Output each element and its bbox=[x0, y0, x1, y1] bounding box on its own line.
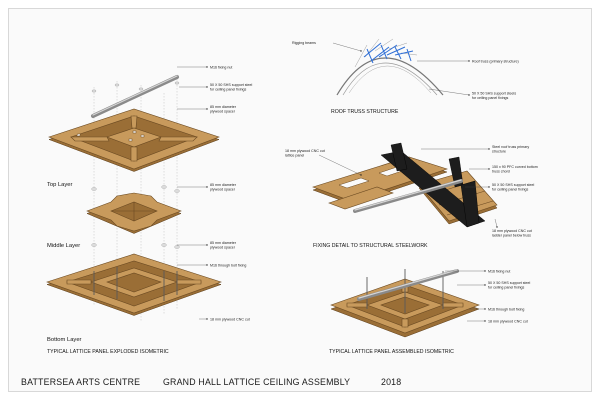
assembled-shs-rod bbox=[357, 269, 459, 301]
spacer-top-label-2: plywood spacer bbox=[210, 110, 236, 114]
spacer-mid-label-2: plywood spacer bbox=[210, 188, 236, 192]
client-name: BATTERSEA ARTS CENTRE bbox=[21, 377, 141, 387]
assembled-fixing-nut-label: M16 fixing nut bbox=[488, 270, 510, 274]
title-block: BATTERSEA ARTS CENTRE GRAND HALL LATTICE… bbox=[9, 367, 591, 391]
assembled-callouts: M16 fixing nut 50 X 50 SHS support steel… bbox=[445, 270, 531, 324]
bottom-layer-label: Bottom Layer bbox=[47, 337, 82, 343]
middle-layer-label: Middle Layer bbox=[47, 243, 80, 249]
fixing-callouts: 18 mm plywood CNC cut lattice panel Stee… bbox=[285, 145, 538, 238]
assembled-shs-label-2: for ceiling panel fixings bbox=[488, 286, 525, 290]
spacer-bot-label: 85 mm diameter bbox=[210, 241, 237, 245]
spacer-mid-label: 85 mm diameter bbox=[210, 183, 237, 187]
roof-callouts: Rigging beams Roof truss (primary struct… bbox=[292, 41, 519, 100]
exploded-isometric: Top Layer Middle Layer Bottom Layer M16 … bbox=[46, 66, 253, 355]
roof-truss-label: Roof truss (primary structure) bbox=[472, 60, 519, 64]
spacer-bot-label-2: plywood spacer bbox=[210, 246, 236, 250]
fixing-shs-label-2: for ceiling panel fixings bbox=[492, 188, 529, 192]
fixing-detail-diagram: 18 mm plywood CNC cut lattice panel Stee… bbox=[285, 142, 538, 249]
middle-layer-panel bbox=[86, 192, 182, 234]
assembled-isometric: M16 fixing nut 50 X 50 SHS support steel… bbox=[329, 269, 531, 355]
exploded-spacers bbox=[91, 81, 180, 249]
roof-truss bbox=[336, 38, 444, 96]
drawing-year: 2018 bbox=[381, 377, 402, 387]
roof-shs-label: 50 X 50 SHS support steels bbox=[472, 92, 516, 96]
exploded-caption: TYPICAL LATTICE PANEL EXPLODED ISOMETRIC bbox=[47, 349, 169, 355]
drawing-title: GRAND HALL LATTICE CEILING ASSEMBLY bbox=[163, 377, 351, 387]
top-layer-label: Top Layer bbox=[47, 182, 73, 188]
plywood-cnc-label: 18 mm plywood CNC cut bbox=[210, 318, 250, 322]
rigging-beams bbox=[363, 42, 414, 64]
pfc-label: 150 x 90 PFC curved bottom bbox=[492, 165, 538, 169]
support-steel-label: 50 X 50 SHS support steel bbox=[210, 83, 253, 87]
roof-caption: ROOF TRUSS STRUCTURE bbox=[331, 109, 399, 115]
bottom-layer-panel bbox=[46, 253, 222, 316]
pfc-label-2: truss chord bbox=[492, 170, 510, 174]
top-layer-panel bbox=[48, 108, 220, 172]
roof-truss-diagram: Rigging beams Roof truss (primary struct… bbox=[292, 38, 519, 115]
fixing-caption: FIXING DETAIL TO STRUCTURAL STEELWORK bbox=[313, 243, 428, 249]
assembled-plywood-label: 18 mm plywood CNC cut bbox=[488, 320, 528, 324]
drawing-canvas: Top Layer Middle Layer Bottom Layer M16 … bbox=[46, 38, 538, 355]
assembled-bolts bbox=[366, 269, 444, 313]
support-steel-label-2: for ceiling panel fixings bbox=[210, 88, 247, 92]
steel-truss-label: Steel roof truss primary bbox=[492, 145, 529, 149]
roof-shs-label-2: for ceiling panel fixings bbox=[472, 96, 509, 100]
assembled-through-bolt-label: M16 through bolt fixing bbox=[488, 308, 524, 312]
fixing-shs-rod bbox=[353, 179, 463, 213]
steel-truss-label-2: structure bbox=[492, 150, 506, 154]
ladder-panel-label: 18 mm plywood CNC cut bbox=[492, 229, 532, 233]
exploded-callouts: M16 fixing nut 50 X 50 SHS support steel… bbox=[177, 66, 253, 322]
exploded-through-bolts bbox=[93, 267, 178, 301]
exploded-support-steel bbox=[91, 75, 179, 118]
assembled-shs-label: 50 X 50 SHS support steel bbox=[488, 281, 531, 285]
rigging-beams-label: Rigging beams bbox=[292, 41, 316, 45]
lattice-panel-label: 18 mm plywood CNC cut bbox=[285, 149, 325, 153]
top-layer-lattice bbox=[76, 130, 145, 142]
ladder-panel-label-2: ladder panel below truss bbox=[492, 234, 531, 238]
drawing-sheet: Top Layer Middle Layer Bottom Layer M16 … bbox=[8, 8, 592, 392]
fixing-nut-label: M16 fixing nut bbox=[210, 66, 232, 70]
fixing-shs-label: 50 X 50 SHS support steel bbox=[492, 183, 535, 187]
assembled-caption: TYPICAL LATTICE PANEL ASSEMBLED ISOMETRI… bbox=[329, 349, 454, 355]
spacer-top-label: 85 mm diameter bbox=[210, 105, 237, 109]
through-bolt-label: M16 through bolt fixing bbox=[210, 264, 246, 268]
lattice-panel-label-2: lattice panel bbox=[285, 154, 304, 158]
